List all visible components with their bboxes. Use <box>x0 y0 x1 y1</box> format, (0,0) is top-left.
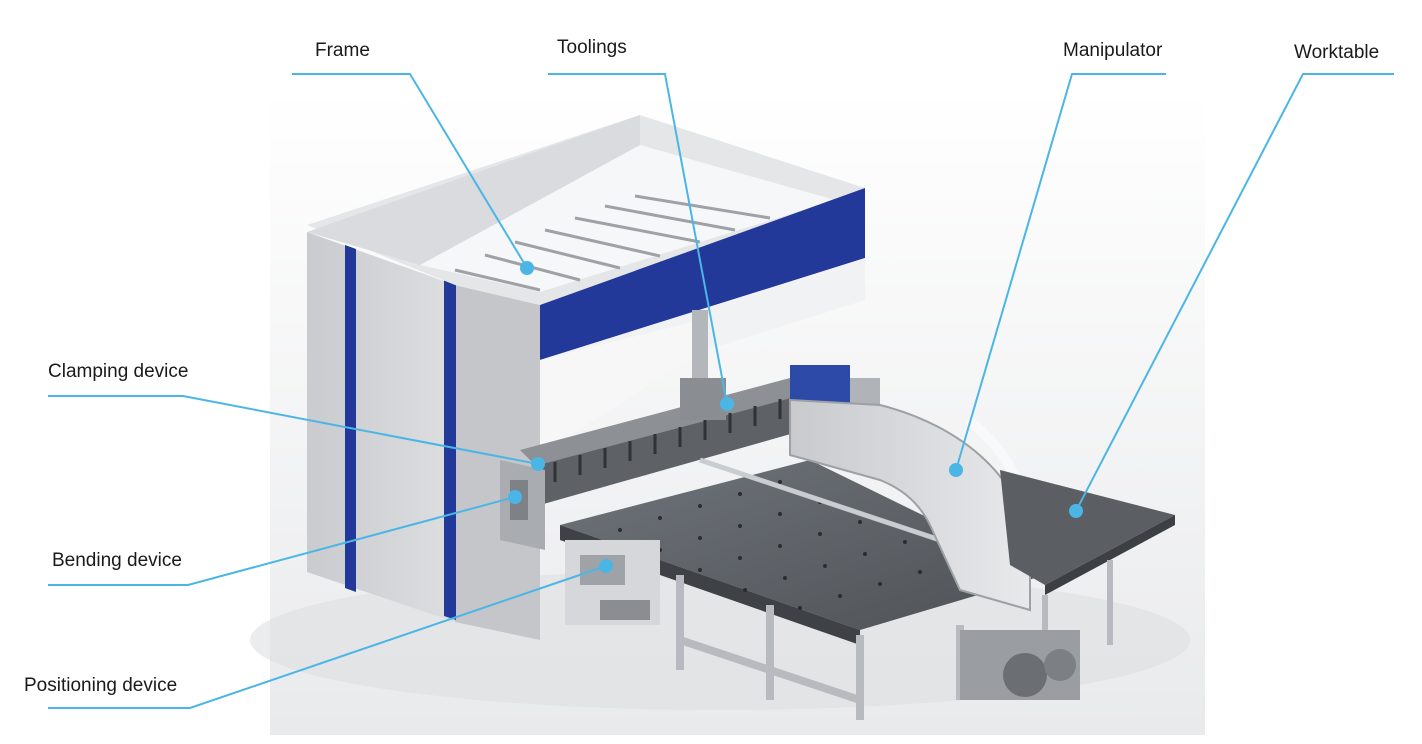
leader-bending-device <box>48 496 516 586</box>
leader-frame <box>292 73 528 269</box>
leader-manipulator <box>955 73 1166 471</box>
dot-worktable <box>1069 504 1083 518</box>
label-worktable: Worktable <box>1294 42 1380 63</box>
leader-worktable <box>1075 73 1394 512</box>
dot-frame <box>520 261 534 275</box>
bending-device-body <box>500 460 545 550</box>
leader-clamping-device <box>48 395 539 465</box>
leader-positioning-device <box>48 565 607 709</box>
label-positioning-device: Positioning device <box>24 675 178 696</box>
label-toolings: Toolings <box>557 37 627 58</box>
leader-lines <box>48 73 1394 709</box>
label-manipulator: Manipulator <box>1063 40 1163 61</box>
dot-clamping-device <box>531 457 545 471</box>
tooling-rail <box>520 365 880 505</box>
label-bending-device: Bending device <box>52 550 182 571</box>
dot-positioning-device <box>599 559 613 573</box>
leader-dots <box>508 261 1083 573</box>
label-clamping-device: Clamping device <box>48 361 189 382</box>
dot-bending-device <box>508 490 522 504</box>
dot-toolings <box>720 397 734 411</box>
dot-manipulator <box>949 463 963 477</box>
positioning-device-body <box>565 540 660 625</box>
label-frame: Frame <box>315 40 370 61</box>
leader-toolings <box>548 73 728 405</box>
drive-assembly <box>960 630 1080 700</box>
